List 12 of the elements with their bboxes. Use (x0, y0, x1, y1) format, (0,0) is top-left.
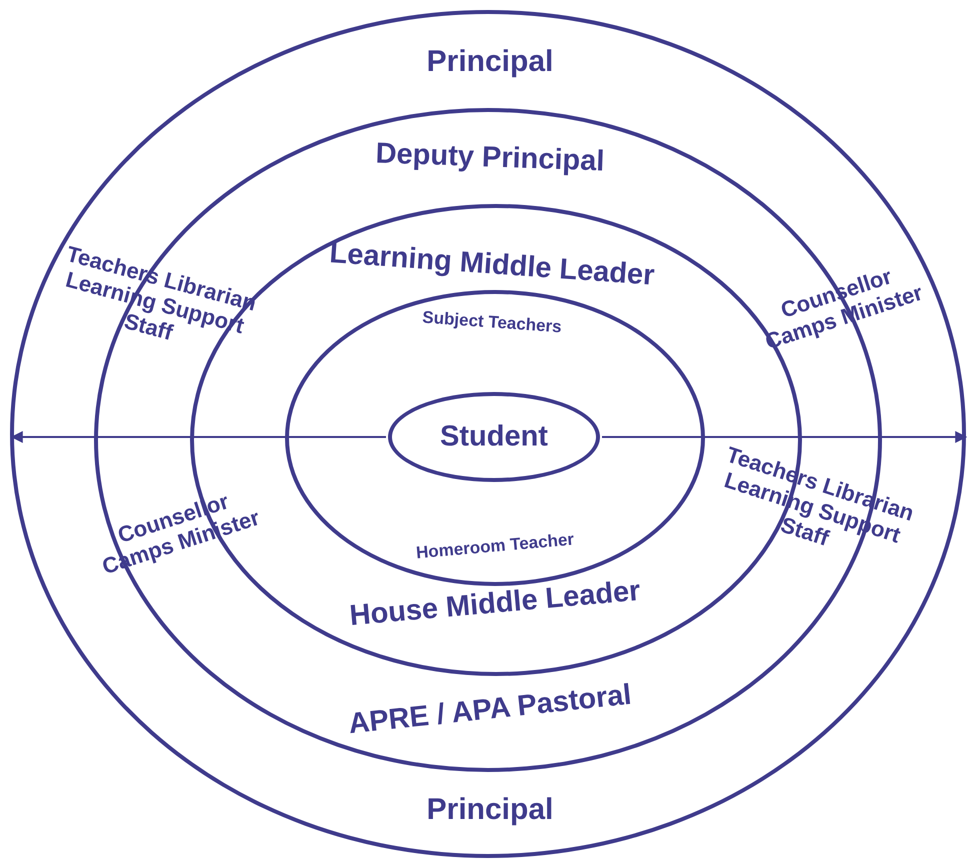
ring-label: Homeroom Teacher (415, 530, 575, 562)
center-ellipse (388, 392, 600, 482)
ring-label: Student (440, 422, 548, 452)
ring-label: Principal (426, 47, 554, 77)
ring-label: Subject Teachers (422, 308, 562, 336)
ring-label: House Middle Leader (348, 576, 642, 632)
ring-label: Deputy Principal (375, 140, 605, 176)
arrow (602, 431, 968, 443)
outer-ellipse (10, 10, 966, 858)
ring-label: Principal (426, 795, 554, 825)
ring-label: APRE / APA Pastoral (347, 680, 633, 740)
ring-label: Learning Middle Leader (328, 239, 656, 291)
